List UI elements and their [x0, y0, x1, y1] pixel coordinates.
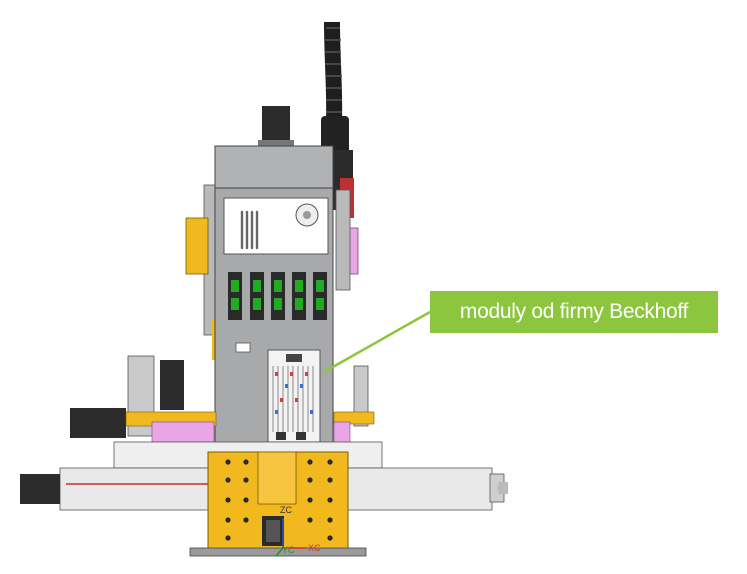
- yellow-carriage: [207, 451, 349, 553]
- control-cabinet: [214, 145, 334, 459]
- callout-label: moduly od firmy Beckhoff: [430, 291, 718, 333]
- beckhoff-modules: [267, 349, 321, 443]
- right-side-assembly: [335, 189, 359, 291]
- vent-slots: [240, 210, 259, 250]
- axis-label-x: XC: [308, 543, 321, 553]
- bottom-base: [189, 547, 367, 557]
- right-gantry: [333, 365, 375, 453]
- axis-triad: [275, 518, 306, 557]
- left-gantry: [70, 355, 217, 443]
- axis-label-y: YC: [282, 545, 295, 555]
- axis-label-z: ZC: [280, 505, 292, 515]
- drive-modules: [228, 272, 327, 320]
- callout-leader-line: [323, 310, 431, 374]
